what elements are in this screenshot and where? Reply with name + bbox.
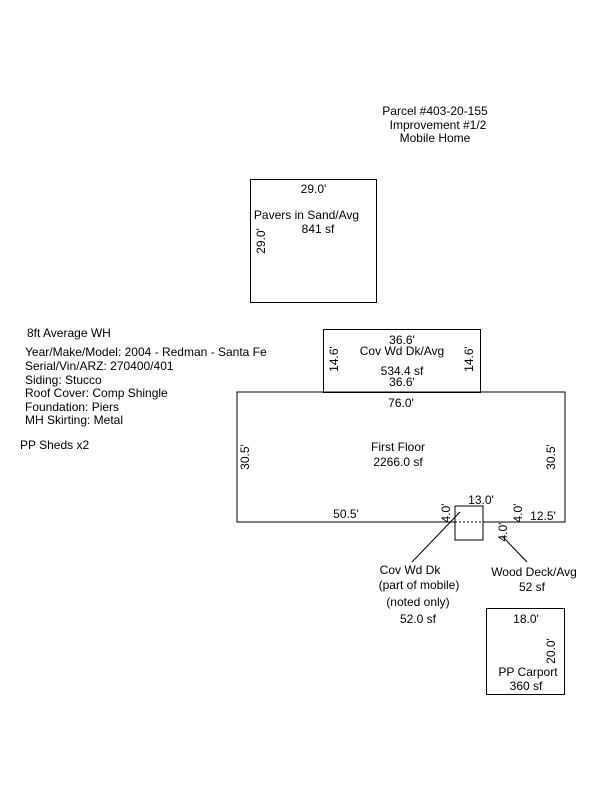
pavers-area: 841 sf <box>301 222 335 236</box>
cov-deck-bottom-dim: 36.6' <box>389 375 415 389</box>
pp-sheds: PP Sheds x2 <box>20 438 90 452</box>
cov-deck-label: Cov Wd Dk/Avg <box>359 344 445 358</box>
cov-deck-area: 534.4 sf <box>380 364 424 378</box>
first-floor-top-dim: 76.0' <box>388 396 414 410</box>
cov-wd-dk-note2: (noted only) <box>386 595 450 609</box>
small-deck-left-dim: 4.0' <box>439 503 453 523</box>
roof-cover: Roof Cover: Comp Shingle <box>25 386 168 400</box>
improvement-type: Mobile Home <box>399 131 471 145</box>
first-floor-label: First Floor <box>371 440 425 454</box>
pavers-outline <box>250 179 377 303</box>
wall-height: 8ft Average WH <box>27 326 111 340</box>
cov-wd-dk-label: Cov Wd Dk <box>379 563 441 577</box>
small-deck-top-dim: 13.0' <box>468 493 494 507</box>
first-floor-right-bottom-dim: 12.5' <box>530 509 556 523</box>
small-deck-inner-dim: 4.0' <box>496 522 510 542</box>
cov-wd-dk-area: 52.0 sf <box>399 612 437 626</box>
carport-label: PP Carport <box>498 665 558 679</box>
cov-wd-dk-note1: (part of mobile) <box>378 578 460 592</box>
wood-deck-area: 52 sf <box>518 580 545 594</box>
year-make-model: Year/Make/Model: 2004 - Redman - Santa F… <box>25 345 267 359</box>
first-floor-left-dim: 30.5' <box>238 444 252 470</box>
siding: Siding: Stucco <box>25 373 102 387</box>
wood-deck-label: Wood Deck/Avg <box>491 565 577 579</box>
carport-area: 360 sf <box>509 679 543 693</box>
serial-vin: Serial/Vin/ARZ: 270400/401 <box>25 359 174 373</box>
first-floor-right-dim: 30.5' <box>544 444 558 470</box>
first-floor-bottom-dim: 50.5' <box>333 507 359 521</box>
foundation: Foundation: Piers <box>25 400 120 414</box>
mh-skirting: MH Skirting: Metal <box>25 413 124 427</box>
carport-top-dim: 18.0' <box>513 612 539 626</box>
pavers-top-dim: 29.0' <box>300 182 327 196</box>
first-floor-area: 2266.0 sf <box>373 455 423 469</box>
small-deck-right-dim: 4.0' <box>511 503 525 523</box>
pavers-label: Pavers in Sand/Avg <box>253 208 360 222</box>
improvement-number: Improvement #1/2 <box>389 118 487 132</box>
parcel-number: Parcel #403-20-155 <box>382 104 488 118</box>
cov-deck-top-dim: 36.6' <box>389 333 415 347</box>
